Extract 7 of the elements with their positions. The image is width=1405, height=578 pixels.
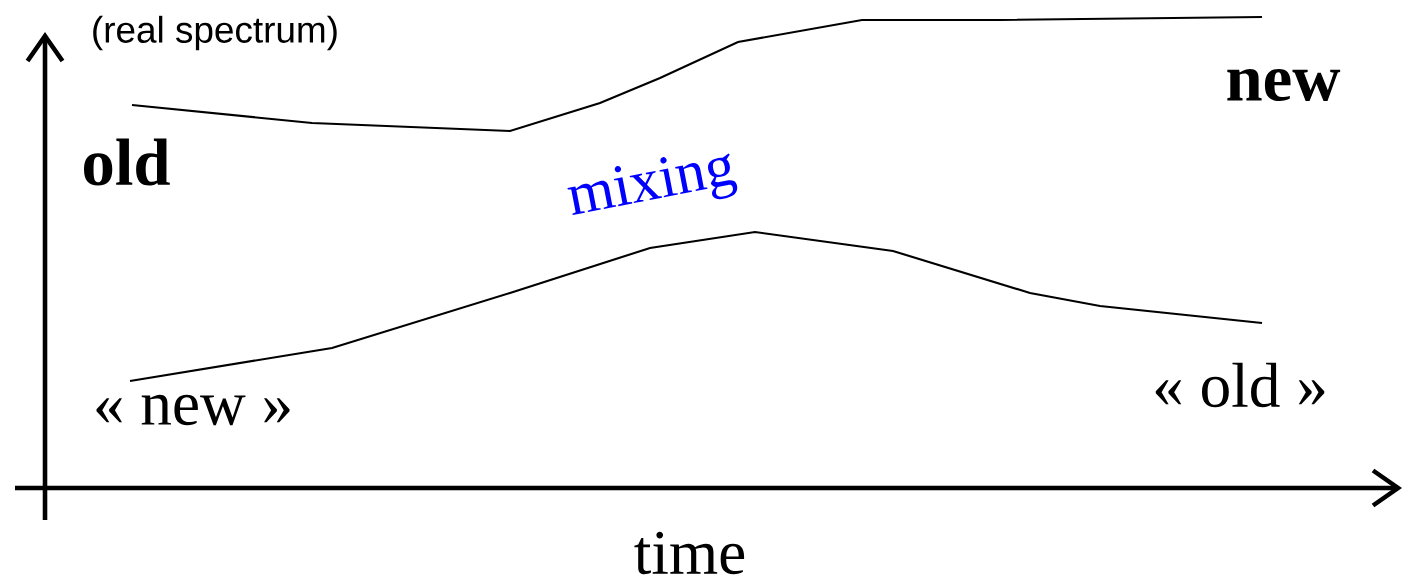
curve-label: old [84,138,170,186]
curve-label: « old » [1155,362,1325,408]
axis-label: time [634,531,745,575]
region-label: mixing [567,153,738,215]
axis-label: (real spectrum) [93,15,337,51]
curve-label: « new » [96,394,290,426]
curve-label: new [1227,68,1341,102]
